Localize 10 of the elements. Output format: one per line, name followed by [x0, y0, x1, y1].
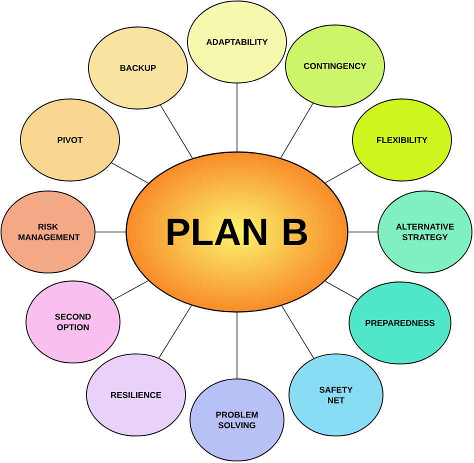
connector-line [236, 312, 238, 379]
connector-line [160, 104, 193, 159]
connector-line [324, 162, 361, 184]
connector-line [236, 83, 238, 152]
connector-line [324, 280, 358, 300]
connector-line [111, 162, 149, 184]
connector-line [112, 280, 149, 300]
connector-line [280, 102, 314, 158]
connector-line [281, 305, 314, 359]
connector-line [158, 305, 192, 359]
